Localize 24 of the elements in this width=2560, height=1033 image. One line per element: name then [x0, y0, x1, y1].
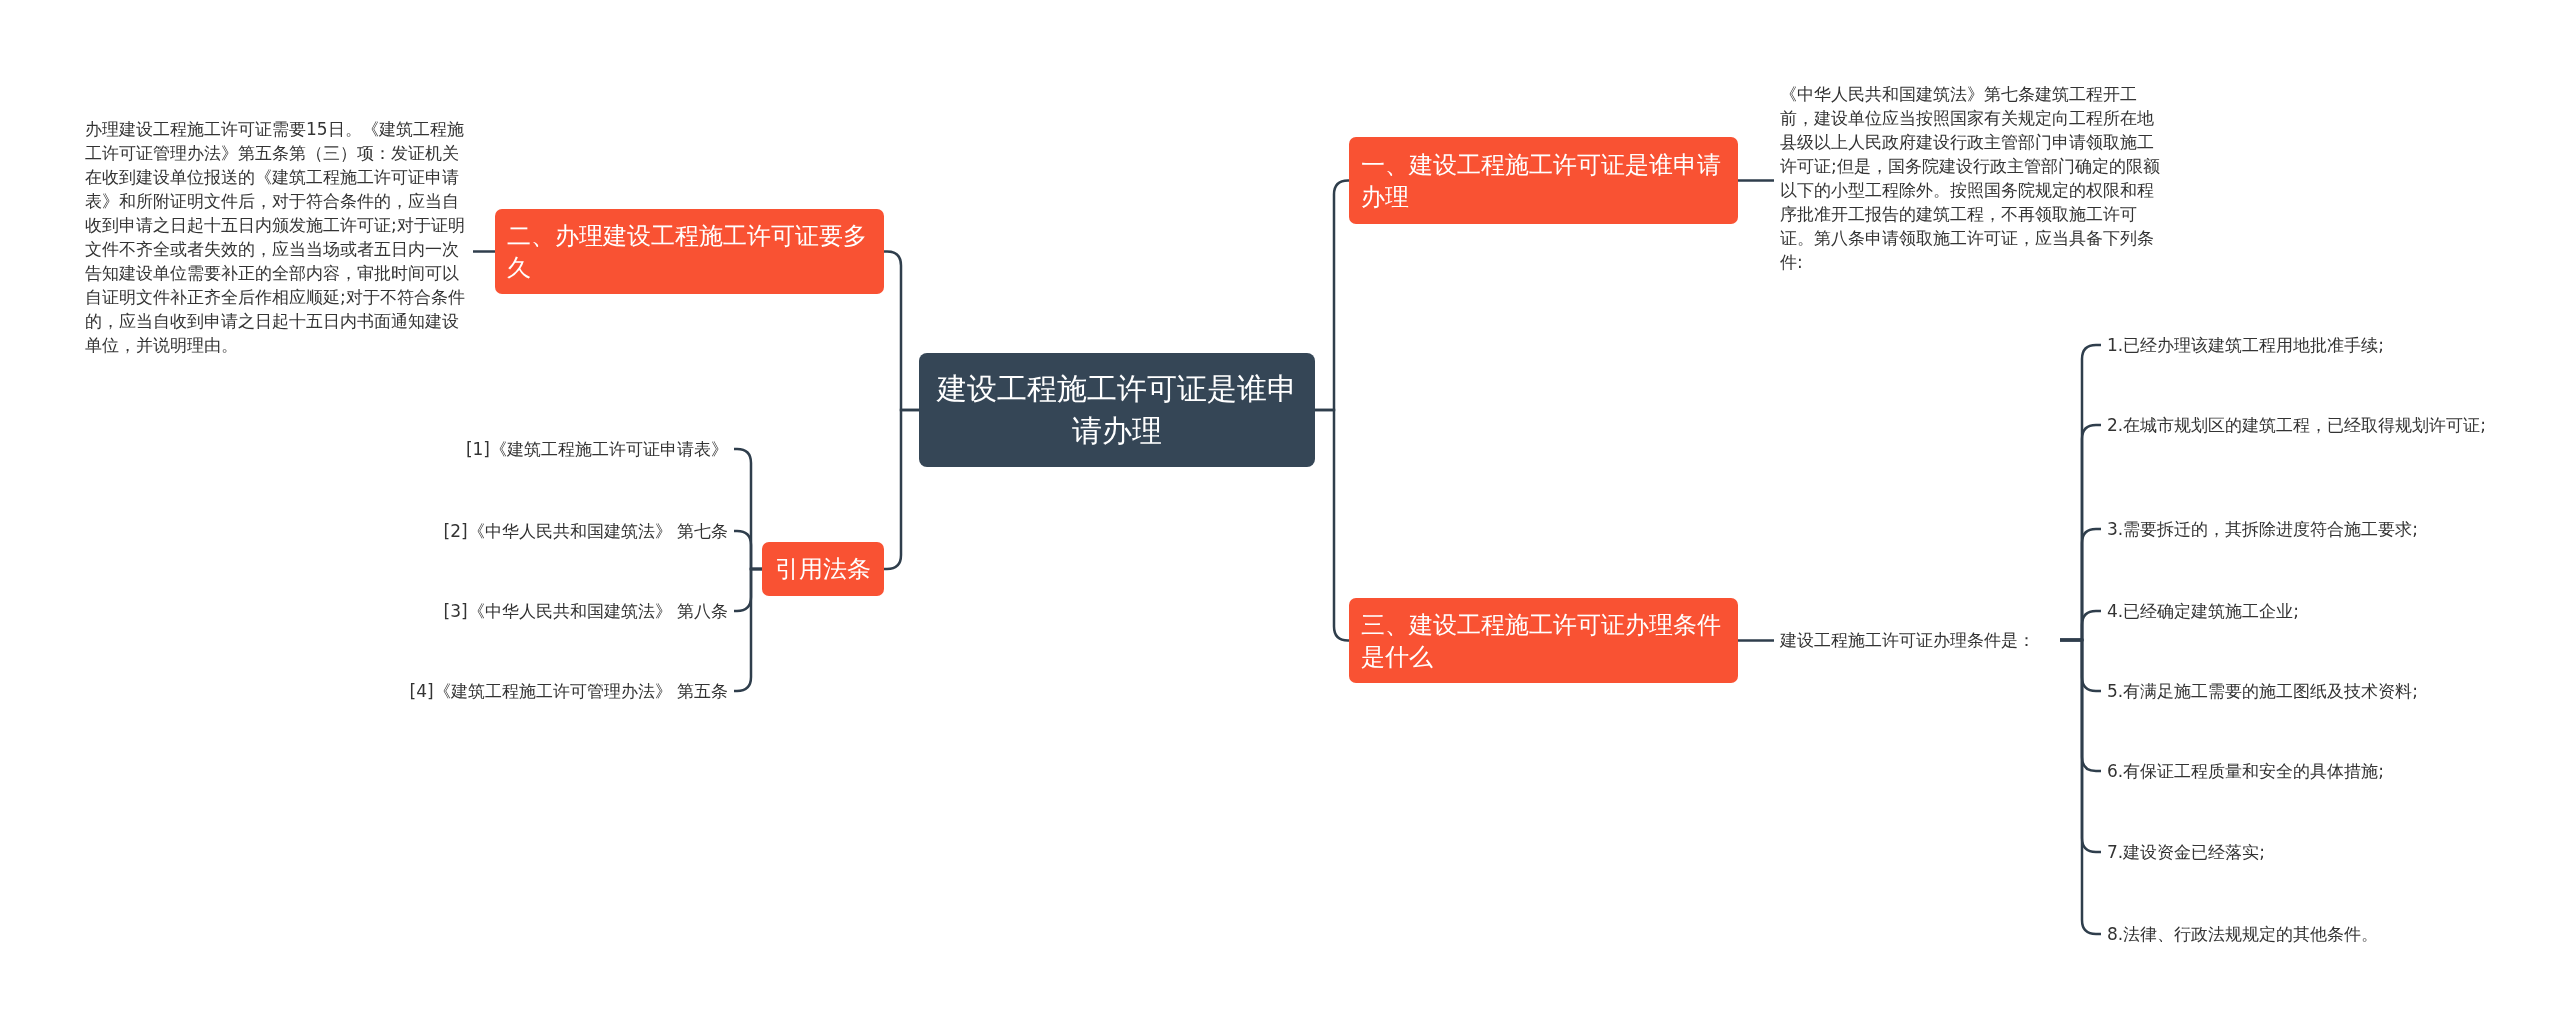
reference-text: [1]《建筑工程施工许可证申请表》 [330, 437, 728, 461]
central-topic-box: 建设工程施工许可证是谁申请办理 [919, 353, 1315, 467]
topic-box: 二、办理建设工程施工许可证要多久 [495, 209, 884, 294]
list-item-text: 3.需要拆迁的，其拆除进度符合施工要求; [2107, 517, 2507, 541]
topic-box: 一、建设工程施工许可证是谁申请办理 [1349, 137, 1738, 224]
connector-line [473, 250, 495, 253]
reference-text: [2]《中华人民共和国建筑法》 第七条 [330, 519, 728, 543]
connector-line [1315, 408, 1350, 642]
note-text: 《中华人民共和国建筑法》第七条建筑工程开工前，建设单位应当按照国家有关规定向工程所在地县级以上人民政府建设行政主管部门申请领取施工许可证;但是，国务院建设行政主管部门确定的限额以下的小型工程除外。按照国务院规定的权限和程序批准开工报告的建筑工程，不再领取施工许可证。第八条申请领取施工许可证，应当具备下列条件: [1780, 82, 2170, 274]
connector-line [1738, 179, 1774, 182]
list-item-text: 4.已经确定建筑施工企业; [2107, 599, 2507, 623]
note-text: 办理建设工程施工许可证需要15日。《建筑工程施工许可证管理办法》第五条第（三）项：发证机关在收到建设单位报送的《建筑工程施工许可证申请表》和所附证明文件后，对于符合条件的，应当自收到申请之日起十五日内颁发施工许可证;对于证明文件不齐全或者失效的，应当当场或者五日内一次告知建设单位需要补正的全部内容，审批时间可以自证明文件补正齐全后作相应顺延;对于不符合条件的，应当自收到申请之日起十五日内书面通知建设单位，并说明理由。 [85, 117, 467, 357]
list-item-text: 8.法律、行政法规规定的其他条件。 [2107, 922, 2507, 946]
list-item-text: 5.有满足施工需要的施工图纸及技术资料; [2107, 679, 2507, 703]
list-item-text: 7.建设资金已经落实; [2107, 840, 2507, 864]
topic-box: 三、建设工程施工许可证办理条件是什么 [1349, 598, 1738, 683]
subtopic-text: 建设工程施工许可证办理条件是： [1780, 628, 2060, 652]
list-item-text: 2.在城市规划区的建筑工程，已经取得规划许可证; [2107, 413, 2487, 437]
connector-line [1738, 639, 1774, 642]
reference-text: [4]《建筑工程施工许可管理办法》 第五条 [330, 679, 728, 703]
list-item-text: 6.有保证工程质量和安全的具体措施; [2107, 759, 2507, 783]
list-item-text: 1.已经办理该建筑工程用地批准手续; [2107, 333, 2507, 357]
reference-text: [3]《中华人民共和国建筑法》 第八条 [330, 599, 728, 623]
topic-box: 引用法条 [762, 542, 884, 596]
